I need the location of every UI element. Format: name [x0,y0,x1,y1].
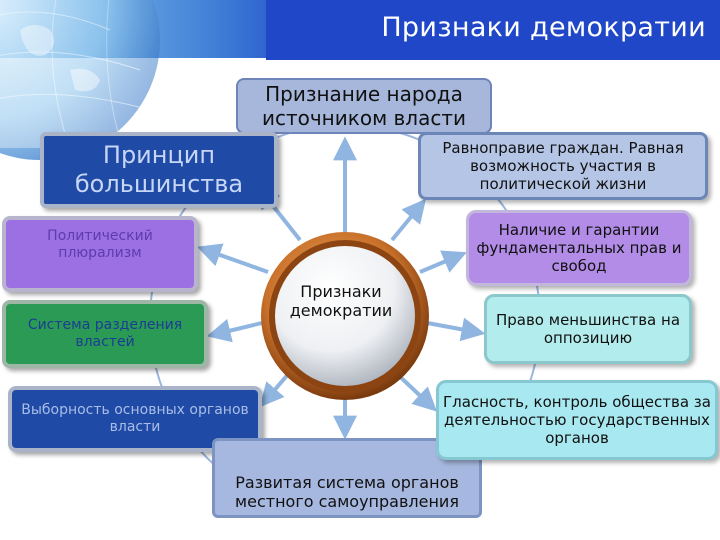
box-pluralism: Политический плюрализм [2,216,198,292]
box-elected-bodies-text: Выборность основных органов власти [21,402,249,435]
title-panel [266,0,720,60]
box-minority-right-text: Право меньшинства на оппозицию [495,311,681,347]
box-people-source: Признание народа источником власти [236,78,492,134]
box-fundamental-rights-text: Наличие и гарантии фундаментальных прав … [476,221,682,275]
box-local-government-text: Развитая система органов местного самоуп… [235,472,459,511]
box-separation-of-powers: Система разделения властей [2,300,208,368]
radial-arrow-icon [421,317,486,342]
box-equal-rights: Равноправие граждан. Равная возможность … [418,132,708,200]
box-local-government: Развитая система органов местного самоуп… [212,438,482,518]
page-title: Признаки демократии [381,12,706,43]
radial-arrows [196,136,486,440]
box-separation-of-powers-text: Система разделения властей [27,317,183,350]
box-majority-principle-text: Принцип большинства [74,141,244,198]
radial-arrow-icon [390,198,427,242]
radial-arrow-icon [419,250,467,274]
box-pluralism-text: Политический плюрализм [47,228,153,261]
radial-arrow-icon [259,370,292,408]
box-majority-principle: Принцип большинства [40,132,278,208]
box-people-source-text: Признание народа источником власти [261,82,466,130]
radial-arrow-icon [196,243,269,274]
box-equal-rights-text: Равноправие граждан. Равная возможность … [442,139,684,193]
globe-background-icon [0,0,160,160]
box-minority-right: Право меньшинства на оппозицию [484,294,692,364]
ring-button-icon [261,232,429,400]
box-glasnost-text: Гласность, контроль общества за деятельн… [443,393,711,447]
radial-arrow-icon [206,318,267,343]
box-glasnost: Гласность, контроль общества за деятельн… [436,380,718,460]
center-label: Признаки демократии [289,282,393,321]
box-fundamental-rights: Наличие и гарантии фундаментальных прав … [466,210,692,286]
